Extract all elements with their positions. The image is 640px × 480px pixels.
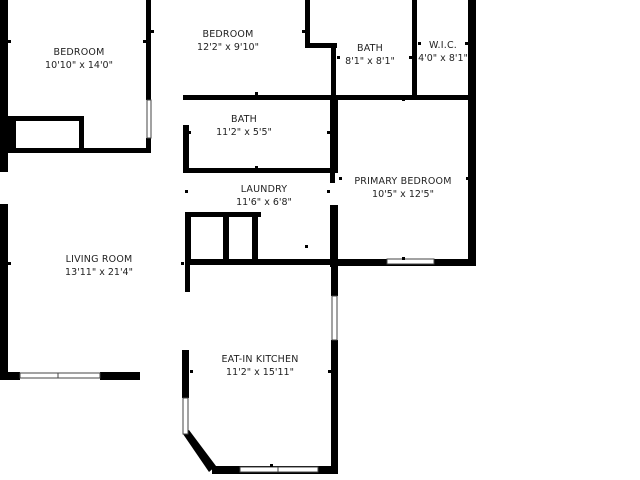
room-label-bath-2: BATH [231,114,257,125]
tick [190,370,193,373]
wall-hall-top [183,95,333,100]
room-label-primary-bedroom: PRIMARY BEDROOM [354,176,451,187]
wall-left-upper [0,0,8,172]
wall-hall-top-right [333,95,473,100]
tick [305,245,308,248]
window-kitchen-bottom-2 [277,466,319,473]
window-living-bottom-1 [19,372,59,379]
tick [8,262,11,265]
wall-bath1-left [331,43,336,100]
wall-kitchen-left-upper [185,262,190,292]
wall-kitchen-bay-lower [183,430,216,472]
room-label-wic: W.I.C. [429,40,457,51]
room-dims-bath-2: 11'2" x 5'5" [216,127,272,138]
room-dims-primary-bedroom: 10'5" x 12'5" [372,189,434,200]
wall-kitchen-left-lower [182,350,189,398]
room-label-laundry: LAUNDRY [241,184,288,195]
room-dims-bath-1: 8'1" x 8'1" [345,56,395,67]
tick [225,245,228,248]
room-labels: BEDROOM 10'10" x 14'0" BEDROOM 12'2" x 9… [45,29,468,378]
room-label-bath-1: BATH [357,43,383,54]
room-label-living-room: LIVING ROOM [66,254,133,265]
wall-laundry-left [185,212,191,262]
tick [465,42,468,45]
wall-laundry-right [330,205,338,267]
wall-laundry-divider1 [223,212,229,262]
wall-bedroom1-right [146,0,151,100]
window-bedroom1-side [146,99,152,139]
window-primary-bottom [386,258,435,265]
wall-laundry-divider2 [252,212,258,262]
room-dims-eat-in-kitchen: 11'2" x 15'11" [226,367,294,378]
wall-bath1-right [412,0,417,100]
tick [327,190,330,193]
tick [328,370,331,373]
wall-living-bottom-mid [100,372,140,380]
room-dims-bedroom-1: 10'10" x 14'0" [45,60,113,71]
tick [402,257,405,260]
room-dims-living-room: 13'11" x 21'4" [65,267,133,278]
wall-primary-top-mid [336,95,342,100]
tick [327,131,330,134]
tick [302,30,305,33]
room-dims-bedroom-2: 12'2" x 9'10" [197,42,259,53]
room-label-eat-in-kitchen: EAT-IN KITCHEN [221,354,298,365]
window-kitchen-bottom-1 [239,466,279,473]
tick [151,30,154,33]
room-label-bedroom-1: BEDROOM [54,47,105,58]
tick [270,262,273,265]
tick [402,98,405,101]
walls [0,0,476,474]
room-dims-wic: 4'0" x 8'1" [418,53,468,64]
tick [418,42,421,45]
tick [409,56,412,59]
tick [255,92,258,95]
window-kitchen-bay-left [182,397,189,435]
wall-bath1-left-step [305,43,337,48]
wall-closet-top [8,116,84,121]
tick [270,464,273,467]
wall-bedroom1-bottom [0,148,151,153]
room-dims-laundry: 11'6" x 6'8" [236,197,292,208]
wall-wic-right [468,0,476,265]
wall-bath2-left [183,125,189,173]
windows [19,99,435,473]
wall-laundry-right-upper [330,173,335,183]
room-label-bedroom-2: BEDROOM [203,29,254,40]
tick [8,40,11,43]
wall-living-bottom-left [0,372,20,380]
wall-bedroom2-right [305,0,310,48]
wall-bath2-bottom [183,168,338,173]
wall-closet-side [79,116,84,152]
wall-kitchen-right-lower [331,428,338,474]
window-kitchen-right [331,295,338,341]
wall-closet-left [8,116,16,152]
opening-ticks [8,30,469,467]
tick [188,131,191,134]
tick [185,190,188,193]
tick [255,166,258,169]
tick [466,177,469,180]
tick [339,177,342,180]
wall-bedroom1-right-lower [146,138,151,152]
tick [143,40,146,43]
wall-bath2-right [330,95,338,173]
wall-kitchen-right-upper [331,262,338,296]
wall-kitchen-right-mid [331,340,338,428]
tick [181,262,184,265]
window-living-bottom-2 [57,372,101,379]
wall-left-lower [0,204,8,380]
tick [337,56,340,59]
wall-laundry-bottom [185,259,338,265]
